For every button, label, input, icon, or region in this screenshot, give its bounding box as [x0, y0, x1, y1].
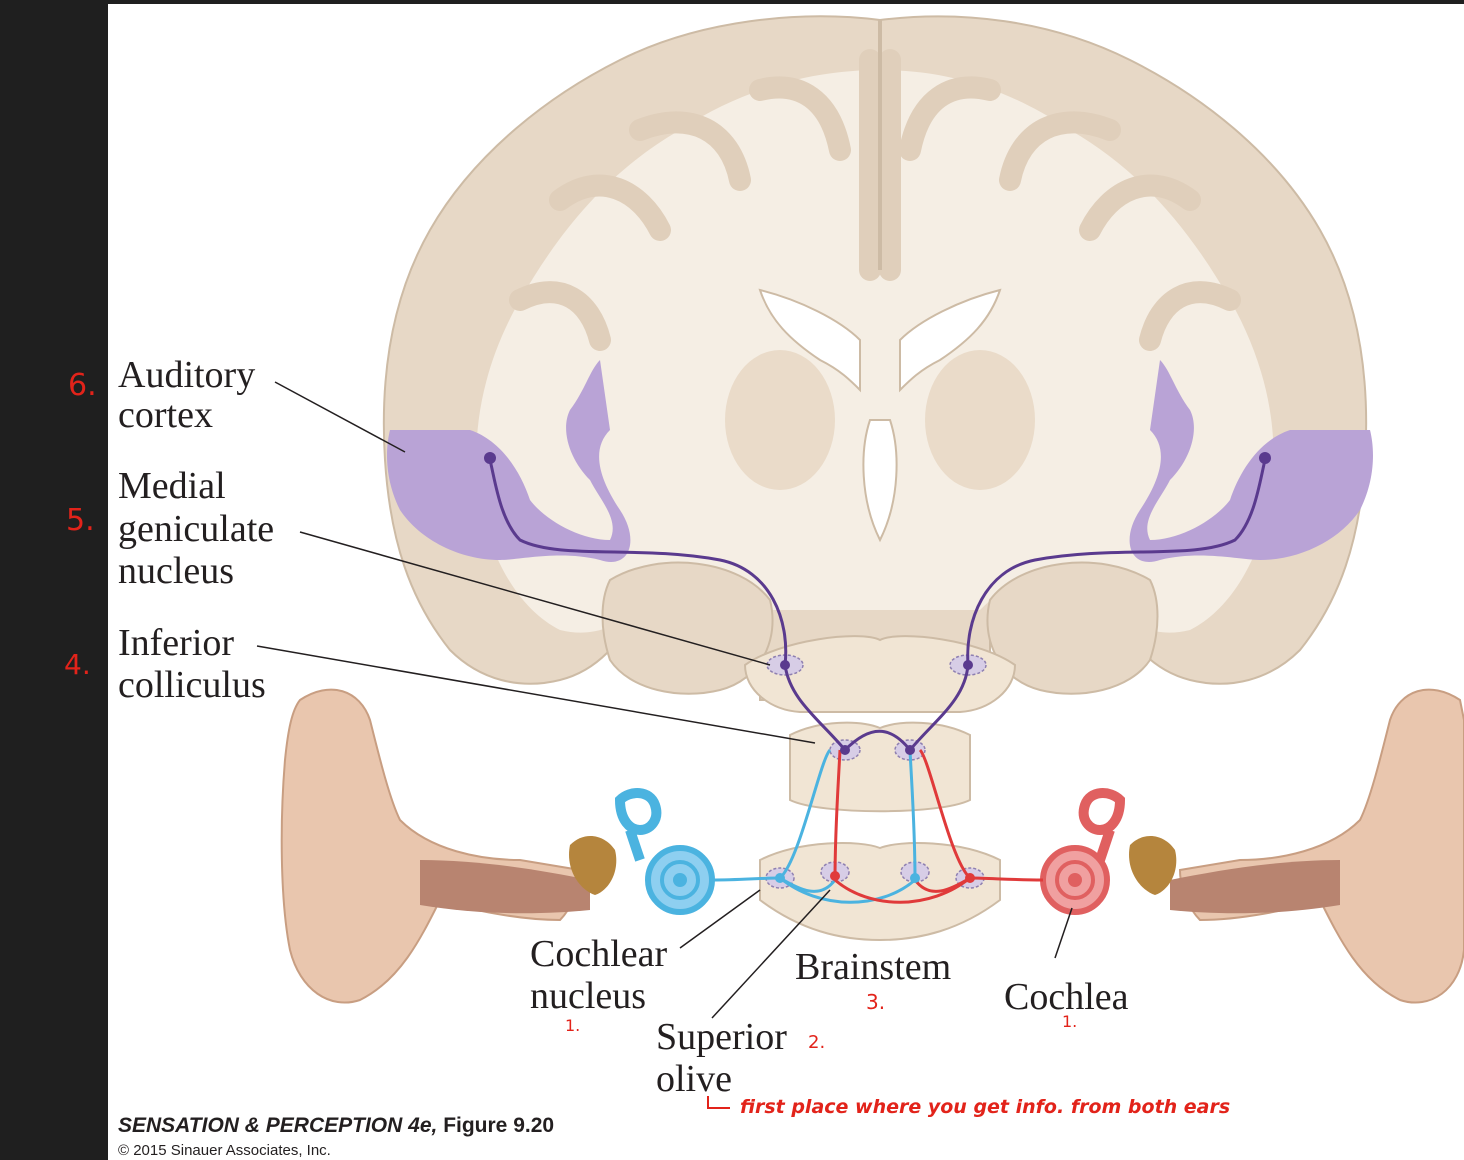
left-ear-canal — [420, 860, 590, 914]
caption-figure: Figure 9.20 — [443, 1114, 555, 1137]
brainstem-medulla — [759, 842, 1001, 942]
annotation-olive-note: first place where you get info. from bot… — [740, 1096, 1231, 1118]
label-brainstem: Brainstem — [795, 946, 952, 988]
left-cochlea — [614, 788, 715, 915]
brainstem-midbrain — [743, 635, 1017, 713]
label-auditory-cortex-line1: Auditory — [118, 354, 256, 396]
top-bar — [0, 0, 1464, 4]
auditory-cortex-left — [387, 360, 631, 562]
annotation-1-cochlear-nucleus: 1. — [565, 1016, 581, 1035]
red-pathway — [833, 748, 1044, 904]
label-auditory-cortex-line2: cortex — [118, 394, 213, 436]
right-ear-canal — [1170, 860, 1340, 914]
figure-caption: SENSATION & PERCEPTION 4e, Figure 9.20 — [118, 1114, 554, 1138]
annotation-6: 6. — [68, 368, 97, 403]
auditory-cortex-right — [1129, 360, 1373, 562]
right-outer-ear — [1178, 688, 1464, 1004]
annotation-3: 3. — [866, 990, 886, 1014]
third-ventricle — [862, 419, 898, 543]
label-mgn-line3: nucleus — [118, 550, 235, 592]
note-bracket — [707, 1096, 730, 1109]
label-ic-line2: colliculus — [118, 664, 266, 706]
label-superior-olive-line1: Superior — [656, 1016, 787, 1058]
auditory-pathway-diagram — [256, 15, 1464, 1109]
right-cochlea — [1040, 788, 1126, 915]
annotation-5: 5. — [66, 503, 95, 538]
label-ic-line1: Inferior — [118, 622, 235, 664]
brain-white-matter — [476, 70, 1274, 633]
annotation-4: 4. — [64, 648, 91, 681]
left-ossicles — [569, 835, 617, 895]
figure-canvas — [108, 0, 1464, 1160]
label-cochlea: Cochlea — [1004, 976, 1129, 1018]
brainstem-pons — [789, 721, 971, 813]
label-mgn-line2: geniculate — [118, 508, 275, 550]
right-ossicles — [1129, 835, 1177, 895]
neuron-bodies — [484, 452, 1271, 755]
temporal-lobe-right — [986, 561, 1159, 695]
temporal-lobe-left — [601, 561, 774, 695]
label-cochlear-nucleus-line2: nucleus — [530, 975, 647, 1017]
gyri-folds — [509, 49, 1241, 351]
blue-pathway — [711, 748, 917, 904]
leader-lines — [256, 381, 1073, 1019]
label-mgn-line1: Medial — [118, 465, 226, 507]
purple-pathway — [488, 459, 1267, 752]
lateral-ventricles — [758, 288, 1002, 393]
annotation-1-cochlea: 1. — [1062, 1012, 1078, 1031]
basal-ganglia-right — [925, 350, 1035, 490]
neuron-bodies-colored — [775, 871, 975, 883]
label-superior-olive-line2: olive — [656, 1058, 732, 1100]
annotation-2: 2. — [808, 1032, 826, 1053]
copyright: © 2015 Sinauer Associates, Inc. — [118, 1142, 331, 1159]
basal-ganglia-left — [725, 350, 835, 490]
label-cochlear-nucleus-line1: Cochlear — [530, 933, 668, 975]
caption-title: SENSATION & PERCEPTION 4e, — [118, 1114, 438, 1137]
